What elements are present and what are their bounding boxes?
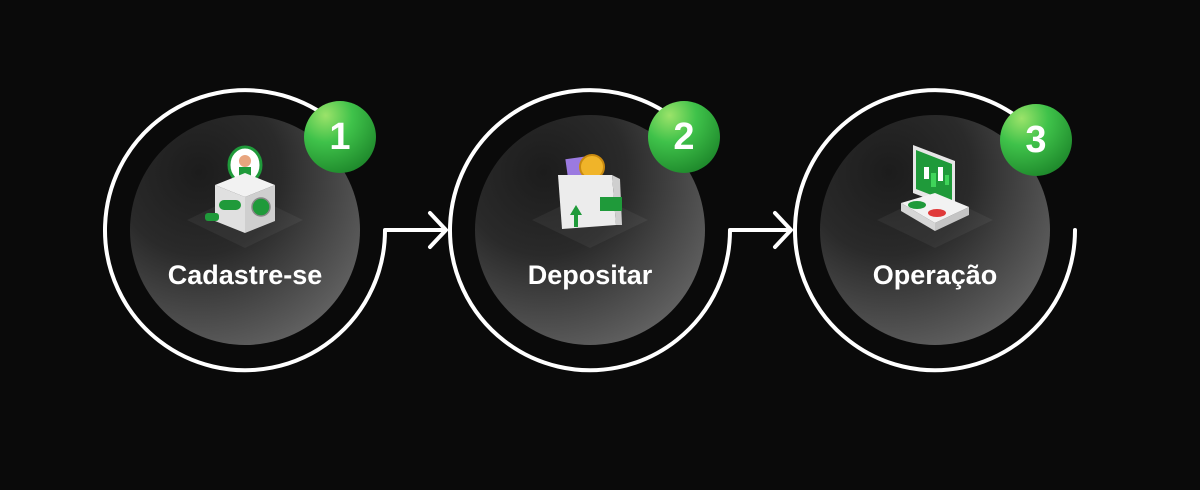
arrow-icon xyxy=(428,211,448,249)
wallet-deposit-icon xyxy=(558,154,622,229)
ring-step-1 xyxy=(103,88,447,373)
step-label: Depositar xyxy=(527,260,653,290)
step-number-badge: 2 xyxy=(648,101,720,173)
step-label: Operação xyxy=(872,260,998,290)
ring-step-2 xyxy=(448,88,792,373)
step-label: Cadastre-se xyxy=(167,260,323,290)
signup-box-icon xyxy=(205,145,275,233)
step-cadastre: Cadastre-se xyxy=(130,115,360,345)
ring-step-3 xyxy=(793,88,1077,373)
step-number-badge: 1 xyxy=(304,101,376,173)
trading-terminal-icon xyxy=(901,145,969,231)
arrow-icon xyxy=(773,211,793,249)
step-number-badge: 3 xyxy=(1000,104,1072,176)
